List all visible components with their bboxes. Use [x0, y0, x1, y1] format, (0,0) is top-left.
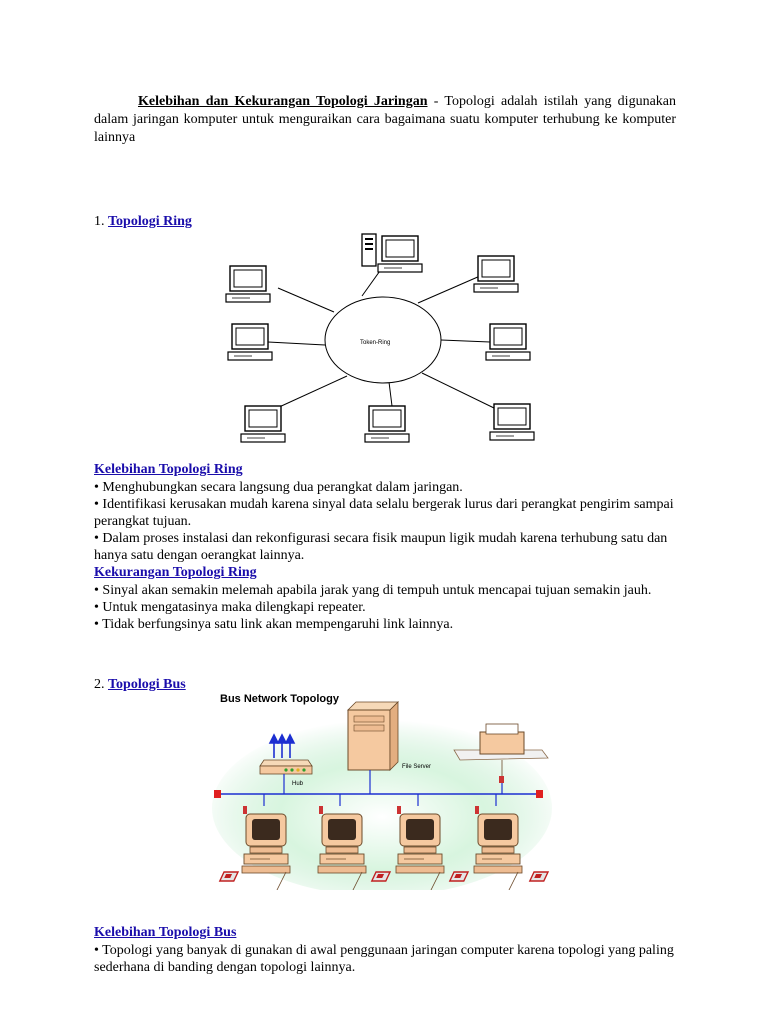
printer-icon	[453, 723, 549, 794]
bus-adv-title-link[interactable]: Kelebihan Topologi Bus	[94, 925, 237, 940]
mouse-icon	[529, 871, 549, 882]
list-item: • Menghubungkan secara langsung dua pera…	[94, 480, 463, 495]
terminator-icon	[214, 790, 221, 798]
bus-heading: 2. Topologi Bus	[94, 676, 186, 694]
intro-text: - Topologi adalah istilah yang digunakan…	[94, 94, 676, 145]
document-title: Kelebihan dan Kekurangan Topologi Jaring…	[138, 94, 428, 109]
computer-icon	[473, 255, 519, 293]
bus-topology-diagram: Bus Network Topology Hub File Server	[212, 693, 552, 890]
list-item: • Sinyal akan semakin melemah apabila ja…	[94, 583, 652, 598]
bus-advantages: Kelebihan Topologi Bus • Topologi yang b…	[94, 924, 676, 976]
list-item: • Tidak berfungsinya satu link akan memp…	[94, 617, 454, 632]
computer-icon	[227, 323, 273, 361]
list-item: • Dalam proses instalasi dan rekonfigura…	[94, 531, 668, 563]
list-item: • Identifikasi kerusakan mudah karena si…	[94, 497, 674, 529]
computer-icon	[364, 405, 410, 443]
intro-paragraph: Kelebihan dan Kekurangan Topologi Jaring…	[94, 93, 676, 147]
ring-title-link[interactable]: Topologi Ring	[108, 214, 192, 229]
server-tower-icon	[361, 233, 423, 273]
mouse-icon	[219, 871, 239, 882]
ring-dis-title-link[interactable]: Kekurangan Topologi Ring	[94, 565, 257, 580]
hub-icon	[259, 733, 313, 794]
hub-label: Hub	[292, 781, 304, 787]
bus-diagram-title: Bus Network Topology	[220, 693, 340, 705]
file-server-icon	[347, 701, 399, 794]
ring-heading: 1. Topologi Ring	[94, 213, 192, 231]
ring-advantages: Kelebihan Topologi Ring • Menghubungkan …	[94, 461, 676, 633]
computer-icon	[485, 323, 531, 361]
ring-topology-diagram: Token-Ring	[225, 233, 535, 443]
list-item: • Untuk mengatasinya maka dilengkapi rep…	[94, 600, 366, 615]
token-ring-label: Token-Ring	[360, 340, 390, 346]
ring-number: 1.	[94, 214, 108, 229]
list-item: • Topologi yang banyak di gunakan di awa…	[94, 943, 674, 975]
bus-title-link[interactable]: Topologi Bus	[108, 677, 186, 692]
computer-icon	[489, 403, 535, 441]
bus-number: 2.	[94, 677, 108, 692]
ring-adv-title-link[interactable]: Kelebihan Topologi Ring	[94, 462, 243, 477]
file-server-label: File Server	[402, 764, 431, 770]
terminator-icon	[536, 790, 543, 798]
computer-icon	[240, 405, 286, 443]
computer-icon	[225, 265, 271, 303]
